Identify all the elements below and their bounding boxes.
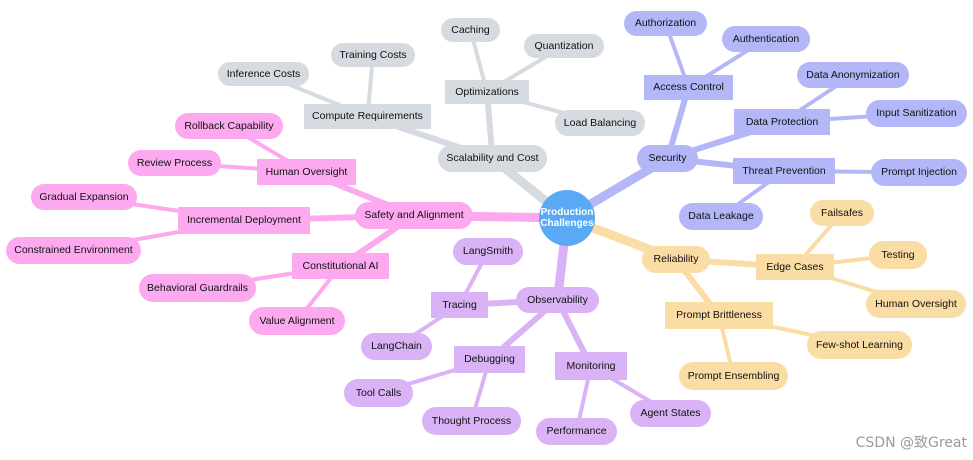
- node-incremental: Incremental Deployment: [178, 207, 310, 234]
- node-label: LangSmith: [462, 245, 514, 258]
- node-label: Failsafes: [820, 206, 863, 219]
- node-toolcalls: Tool Calls: [344, 379, 413, 407]
- node-safety: Safety and Alignment: [355, 202, 473, 229]
- node-label: Load Balancing: [563, 116, 637, 129]
- node-leakage: Data Leakage: [679, 203, 763, 230]
- node-observability: Observability: [516, 287, 599, 313]
- node-fewshot: Few-shot Learning: [807, 331, 912, 359]
- watermark: CSDN @致Great: [855, 435, 967, 451]
- node-label: Data Protection: [745, 115, 819, 128]
- node-label: Optimizations: [455, 85, 519, 98]
- node-constitutional: Constitutional AI: [292, 253, 389, 279]
- node-label: Thought Process: [431, 414, 512, 427]
- node-label: Tool Calls: [355, 386, 402, 399]
- node-label: Caching: [451, 23, 490, 36]
- node-compute: Compute Requirements: [304, 104, 431, 129]
- node-brittleness: Prompt Brittleness: [665, 302, 773, 329]
- node-label: Performance: [546, 425, 607, 438]
- node-failsafes: Failsafes: [810, 200, 874, 226]
- node-anonymization: Data Anonymization: [797, 62, 909, 88]
- node-inference: Inference Costs: [218, 62, 309, 86]
- node-authorization: Authorization: [624, 11, 707, 36]
- node-gradual: Gradual Expansion: [31, 184, 137, 210]
- node-label: Human Oversight: [265, 165, 348, 178]
- node-human-oversight: Human Oversight: [866, 290, 966, 318]
- node-label: Incremental Deployment: [187, 214, 301, 227]
- node-training: Training Costs: [331, 43, 415, 67]
- node-debugging: Debugging: [454, 346, 525, 373]
- node-performance: Performance: [536, 418, 617, 445]
- node-label: Behavioral Guardrails: [147, 281, 248, 294]
- node-review: Review Process: [128, 150, 221, 176]
- node-label: Tracing: [442, 298, 477, 311]
- node-label: Agent States: [640, 407, 701, 420]
- node-label: Constrained Environment: [14, 244, 133, 257]
- node-label: Human Oversight: [875, 297, 957, 310]
- node-quantization: Quantization: [524, 34, 604, 58]
- node-rollback: Rollback Capability: [175, 113, 283, 139]
- node-label: Security: [648, 152, 687, 165]
- node-ensembling: Prompt Ensembling: [679, 362, 788, 390]
- node-load-balancing: Load Balancing: [555, 110, 645, 136]
- node-label: Inference Costs: [226, 67, 301, 80]
- node-thought: Thought Process: [422, 407, 521, 435]
- node-authentication: Authentication: [722, 26, 810, 52]
- node-label: Production Challenges: [540, 206, 594, 230]
- node-sanitization: Input Sanitization: [866, 100, 967, 127]
- node-label: Training Costs: [339, 48, 407, 61]
- node-label: Rollback Capability: [184, 119, 274, 132]
- node-edge: Edge Cases: [756, 254, 834, 280]
- node-label: Gradual Expansion: [39, 190, 129, 203]
- node-label: Authorization: [634, 17, 697, 30]
- node-label: Input Sanitization: [876, 107, 957, 120]
- node-label: Edge Cases: [766, 260, 824, 273]
- node-label: Observability: [527, 293, 588, 306]
- node-label: Reliability: [653, 253, 699, 266]
- node-monitoring: Monitoring: [555, 352, 627, 380]
- node-constrained: Constrained Environment: [6, 237, 141, 264]
- node-injection: Prompt Injection: [871, 159, 967, 186]
- node-threat: Threat Prevention: [733, 158, 835, 184]
- node-label: Prompt Ensembling: [687, 369, 780, 382]
- node-label: Review Process: [136, 156, 213, 169]
- node-caching: Caching: [441, 18, 500, 42]
- node-oversight: Human Oversight: [257, 159, 356, 185]
- node-langsmith: LangSmith: [453, 238, 523, 265]
- node-label: Data Leakage: [688, 210, 754, 223]
- center-node: Production Challenges: [539, 190, 595, 246]
- node-label: Scalability and Cost: [446, 152, 539, 165]
- node-testing: Testing: [869, 241, 927, 269]
- node-agentstates: Agent States: [630, 400, 711, 427]
- node-label: Safety and Alignment: [364, 209, 464, 222]
- node-label: Prompt Injection: [881, 166, 957, 179]
- node-label: LangChain: [371, 340, 422, 353]
- node-security: Security: [637, 145, 698, 172]
- node-label: Compute Requirements: [312, 110, 423, 123]
- node-label: Monitoring: [566, 359, 616, 372]
- node-label: Data Anonymization: [806, 68, 900, 81]
- node-langchain: LangChain: [361, 333, 432, 360]
- node-access: Access Control: [644, 75, 733, 100]
- node-optimizations: Optimizations: [445, 80, 529, 104]
- node-protection: Data Protection: [734, 109, 830, 135]
- node-label: Few-shot Learning: [816, 338, 903, 351]
- node-label: Access Control: [653, 81, 724, 94]
- node-guardrails: Behavioral Guardrails: [139, 274, 256, 302]
- node-reliability: Reliability: [642, 246, 710, 273]
- node-label: Prompt Brittleness: [676, 309, 762, 322]
- node-label: Threat Prevention: [742, 164, 826, 177]
- node-value: Value Alignment: [249, 307, 345, 335]
- node-tracing: Tracing: [431, 292, 488, 318]
- node-label: Quantization: [534, 39, 594, 52]
- node-label: Testing: [881, 248, 915, 261]
- node-label: Constitutional AI: [302, 259, 379, 272]
- node-label: Authentication: [732, 32, 800, 45]
- node-label: Debugging: [464, 353, 515, 366]
- node-label: Value Alignment: [259, 314, 335, 327]
- node-scalability: Scalability and Cost: [438, 145, 547, 172]
